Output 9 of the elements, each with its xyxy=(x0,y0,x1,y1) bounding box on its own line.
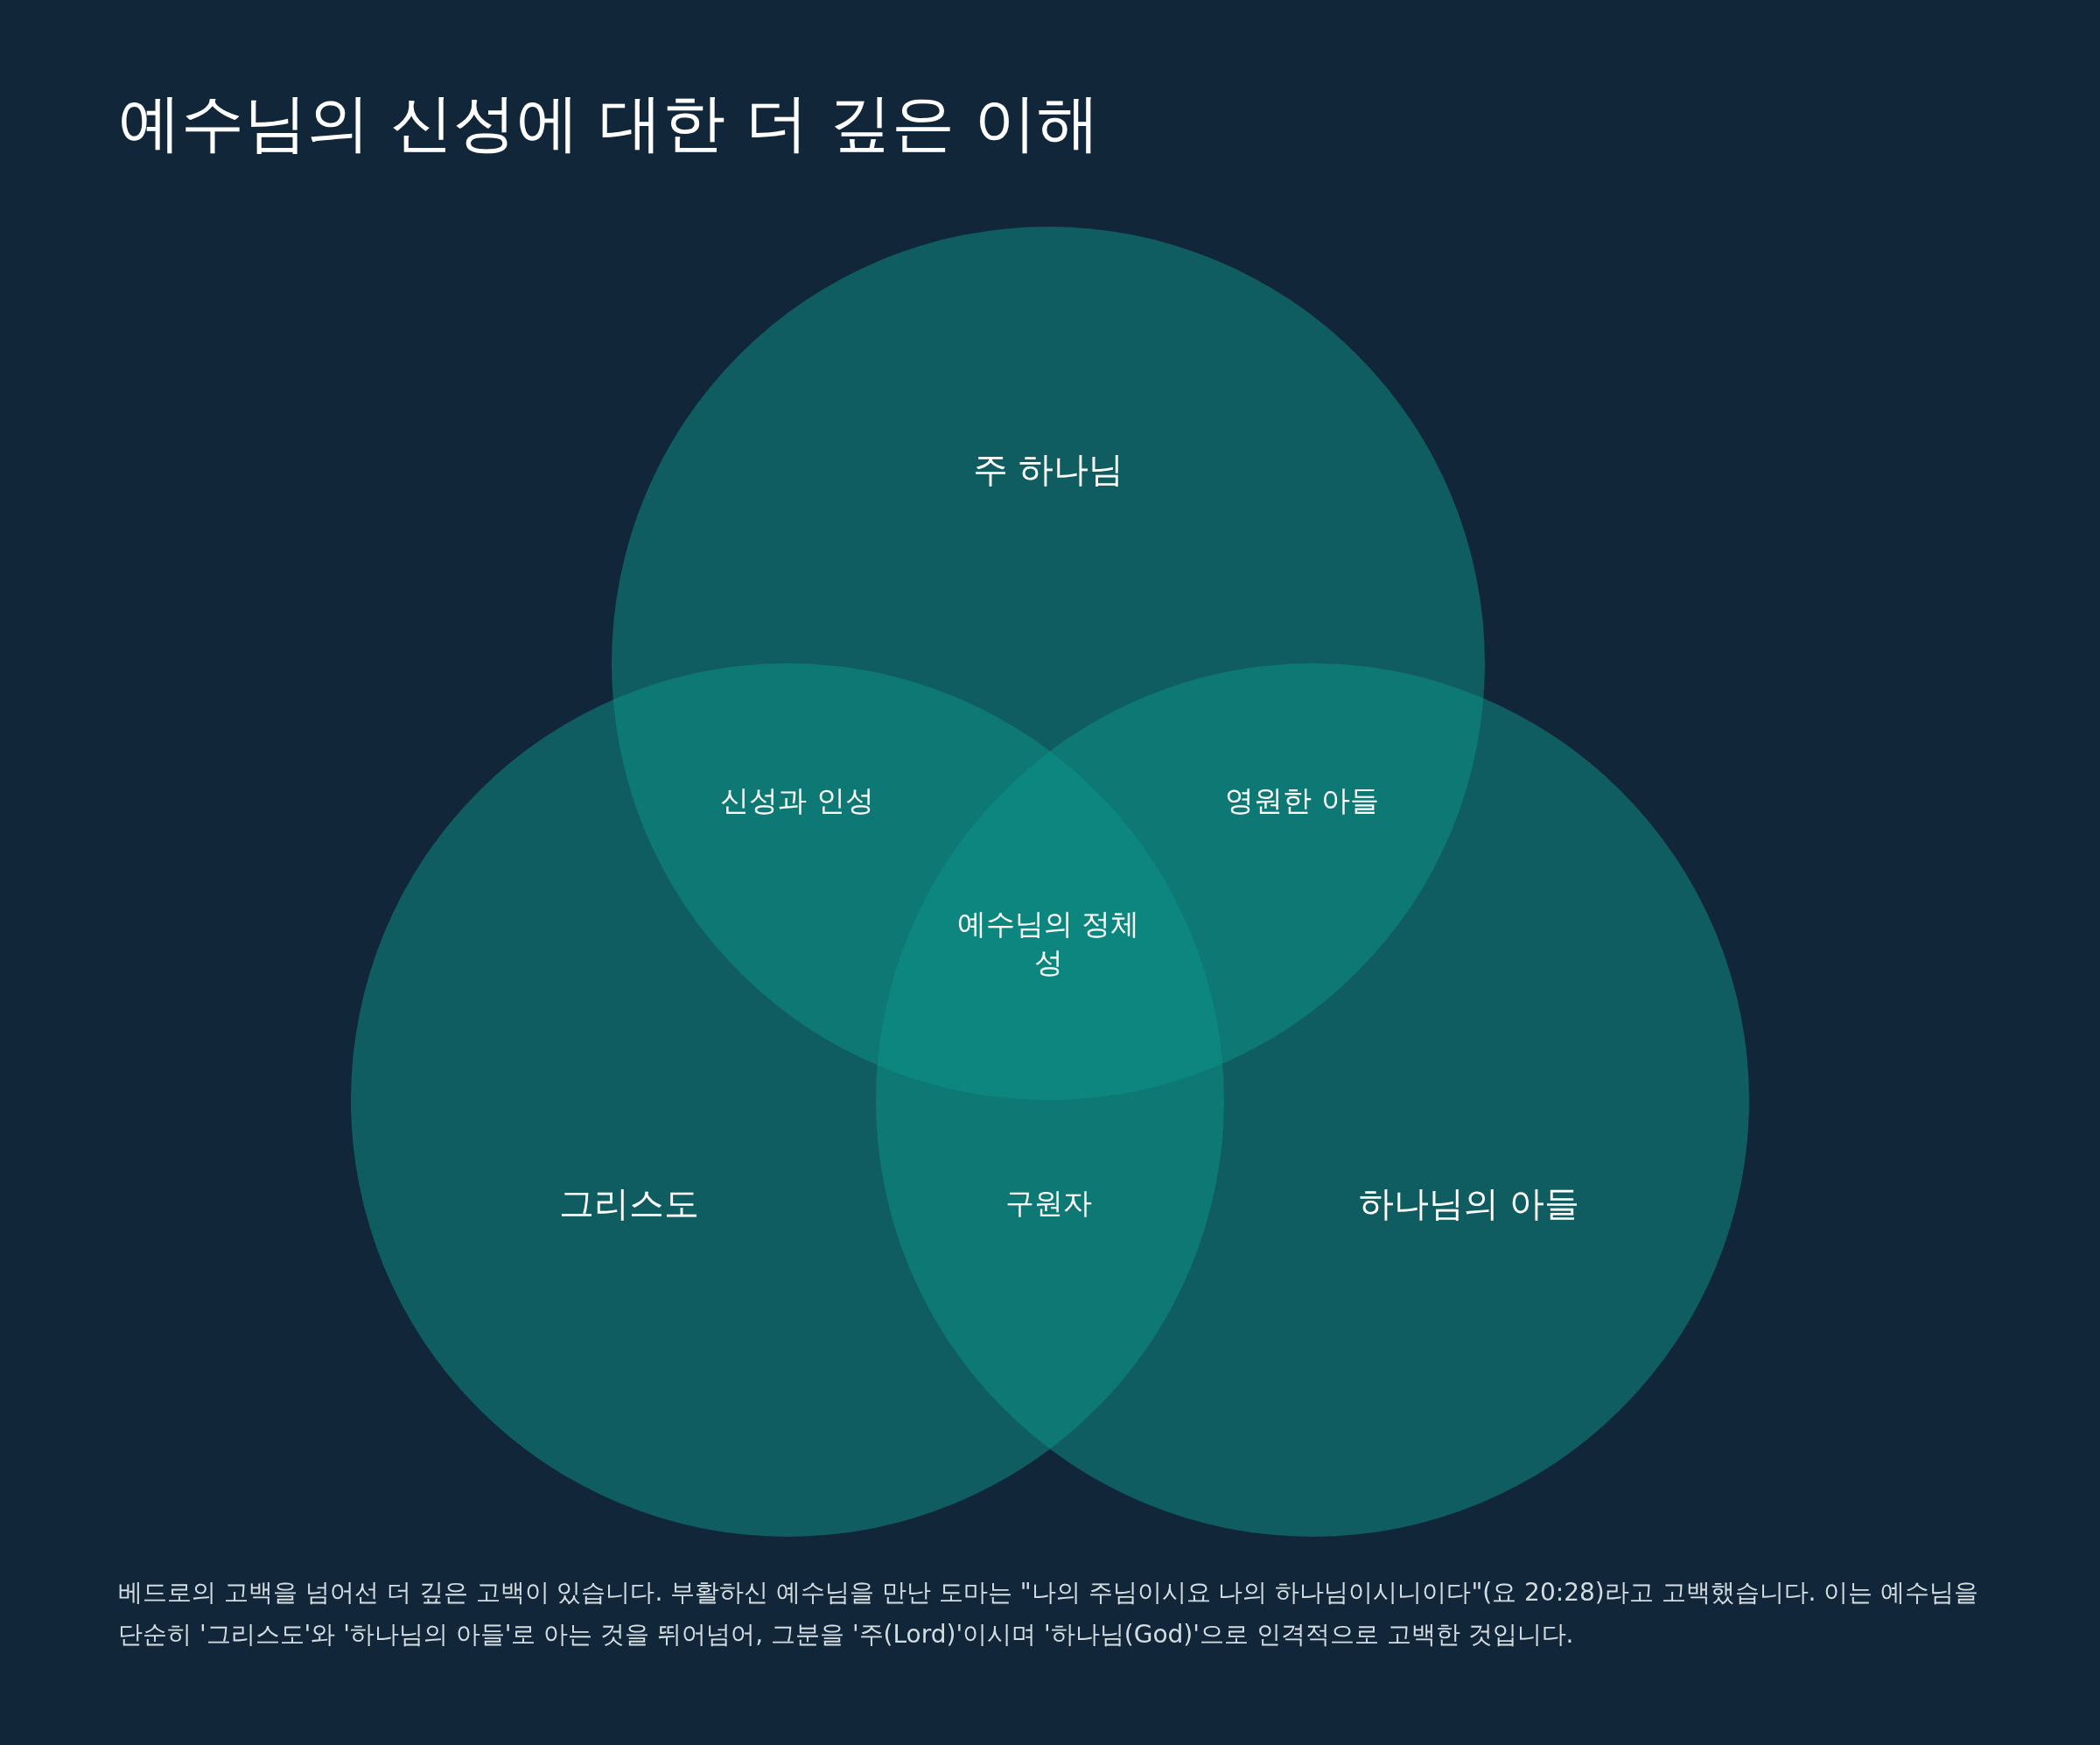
circle-label: 주 하나님 xyxy=(972,447,1124,491)
overlap-label: 예수님의 정체성 xyxy=(956,906,1141,981)
overlap-label: 신성과 인성 xyxy=(719,782,875,819)
title: 예수님의 신성에 대한 더 깊은 이해 xyxy=(118,85,1101,161)
overlap-label: 구원자 xyxy=(1004,1185,1093,1222)
circle-label: 하나님의 아들 xyxy=(1358,1181,1580,1225)
caption: 베드로의 고백을 넘어선 더 깊은 고백이 있습니다. 부활하신 예수님을 만난 도마는 "나의 주님이시요 나의 하나님이시니이다"(요 20:28)라고 고백했습니다. 이는 예수님을 단순히 '그리스도'와 '하나님의 아들'로 아는 것을 뛰어넘어, 그분을 '주(Lord)'이시며 '하나님(God)'으로 인격적으로 고백한 것입니다. xyxy=(118,1577,1980,1650)
overlap-label: 영원한 아들 xyxy=(1224,782,1380,819)
circle-label: 그리스도 xyxy=(559,1181,699,1225)
